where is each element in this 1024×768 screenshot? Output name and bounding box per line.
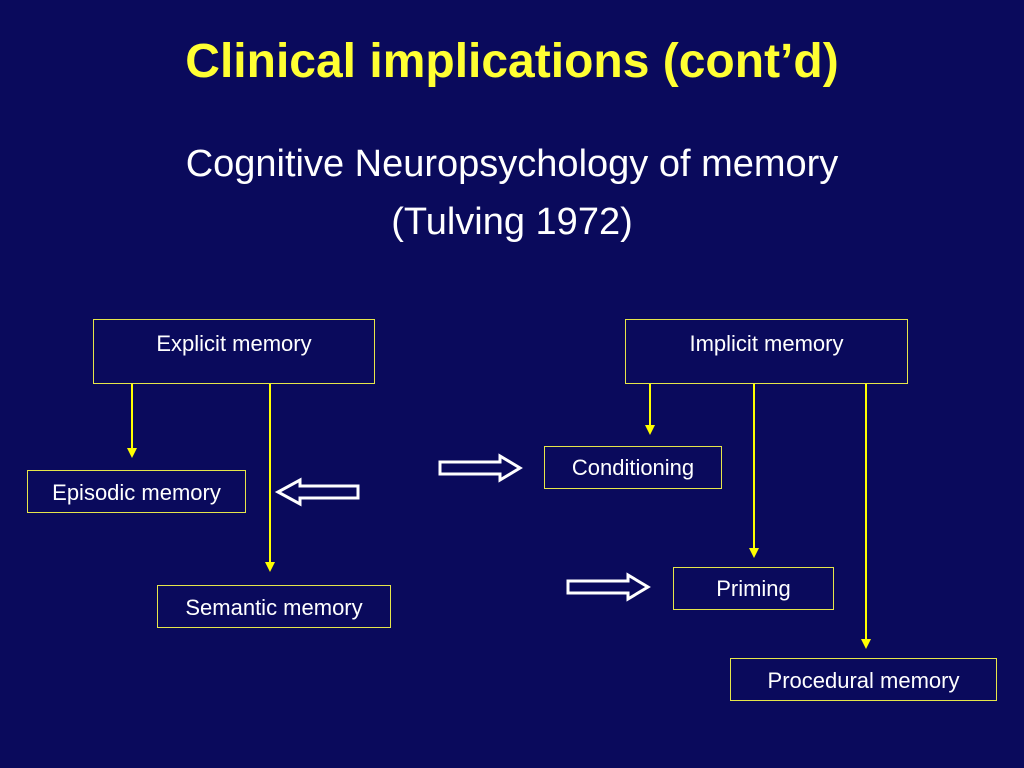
subtitle-line-1: Cognitive Neuropsychology of memory [185,143,839,185]
pointer-arrow-right-icon [438,453,523,483]
node-procedural-memory: Procedural memory [730,658,997,701]
node-implicit-memory: Implicit memory [625,319,908,384]
slide-title: Clinical implications (cont’d) [185,35,839,88]
node-semantic-memory: Semantic memory [157,585,391,628]
node-episodic-memory: Episodic memory [27,470,246,513]
pointer-arrow-right-icon [566,572,651,602]
pointer-arrow-left-icon [274,477,360,507]
node-priming: Priming [673,567,834,610]
subtitle-line-2: (Tulving 1972) [391,201,633,243]
node-conditioning: Conditioning [544,446,722,489]
node-explicit-memory: Explicit memory [93,319,375,384]
